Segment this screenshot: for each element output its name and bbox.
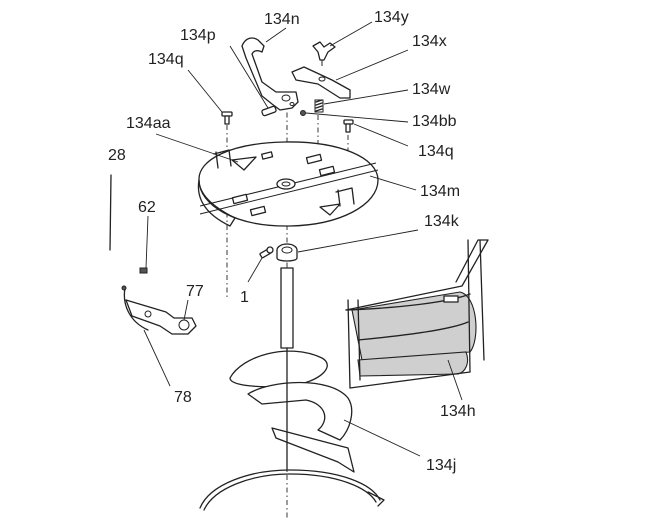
basket-134h <box>345 239 489 389</box>
callout-134h: 134h <box>440 403 476 420</box>
callout-labels: 134n 134y 134p 134x 134q 134w 134aa 134b… <box>108 9 476 474</box>
callout-78: 78 <box>174 389 192 406</box>
lid-134m <box>197 141 379 227</box>
callout-134y: 134y <box>374 9 409 26</box>
screw-134q-right <box>343 119 354 133</box>
callout-62: 62 <box>138 199 156 216</box>
callout-134p: 134p <box>180 27 216 44</box>
pin-134p <box>261 105 277 117</box>
callout-134w: 134w <box>412 81 451 98</box>
callout-134x: 134x <box>412 33 447 50</box>
callout-134q-top: 134q <box>148 51 184 68</box>
wing-nut-134y <box>312 41 336 66</box>
callout-134k: 134k <box>424 213 460 230</box>
screw-134q-left <box>221 111 233 125</box>
clip-62 <box>139 267 148 274</box>
crank-handle-134n <box>241 37 299 111</box>
callout-28: 28 <box>108 147 126 164</box>
clamp-bar-134x <box>291 66 351 99</box>
callout-134q-right: 134q <box>418 143 454 160</box>
bracket-77-78 <box>121 285 197 335</box>
callout-77: 77 <box>186 283 204 300</box>
callout-134aa: 134aa <box>126 115 171 132</box>
edge-part-28 <box>109 174 112 251</box>
leader-lines <box>143 21 463 457</box>
bushing-134k <box>276 243 298 262</box>
callout-134bb: 134bb <box>412 113 457 130</box>
ball-134bb <box>300 110 306 116</box>
callout-134j: 134j <box>426 457 456 474</box>
spring-134w <box>314 99 324 113</box>
bolt-1 <box>259 246 274 259</box>
callout-134n: 134n <box>264 11 300 28</box>
callout-134m: 134m <box>420 183 460 200</box>
bucket-rim <box>199 469 385 511</box>
callout-1: 1 <box>240 289 249 306</box>
auger-134j <box>229 267 355 473</box>
